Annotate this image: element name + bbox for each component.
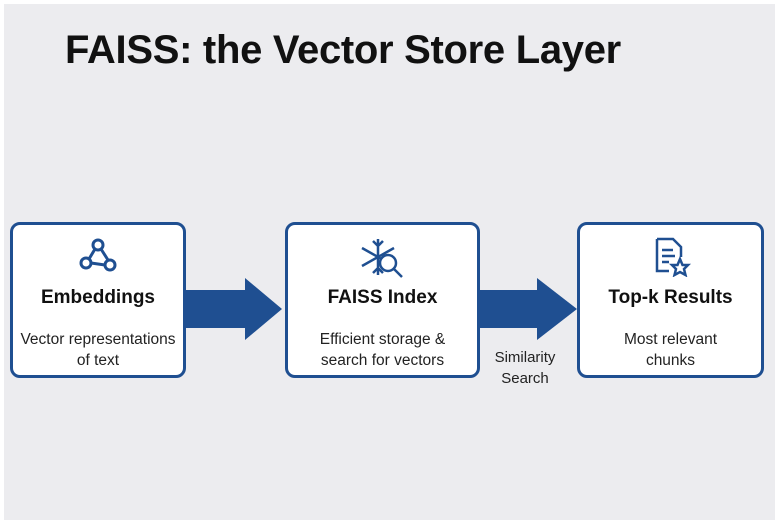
graph-nodes-icon bbox=[79, 238, 117, 272]
node-description: Efficient storage &search for vectors bbox=[319, 331, 446, 369]
node-title: Embeddings bbox=[40, 287, 155, 308]
page-title: FAISS: the Vector Store Layer bbox=[65, 28, 621, 72]
snowflake-search-icon bbox=[360, 239, 403, 278]
node-faiss-index: FAISS Index Efficient storage &search fo… bbox=[285, 222, 480, 378]
node-title: FAISS Index bbox=[327, 287, 438, 308]
arrow-index-to-results bbox=[479, 278, 577, 340]
node-title: Top-k Results bbox=[608, 287, 733, 308]
arrow-embeddings-to-index bbox=[185, 278, 282, 340]
document-star-icon bbox=[655, 237, 691, 277]
